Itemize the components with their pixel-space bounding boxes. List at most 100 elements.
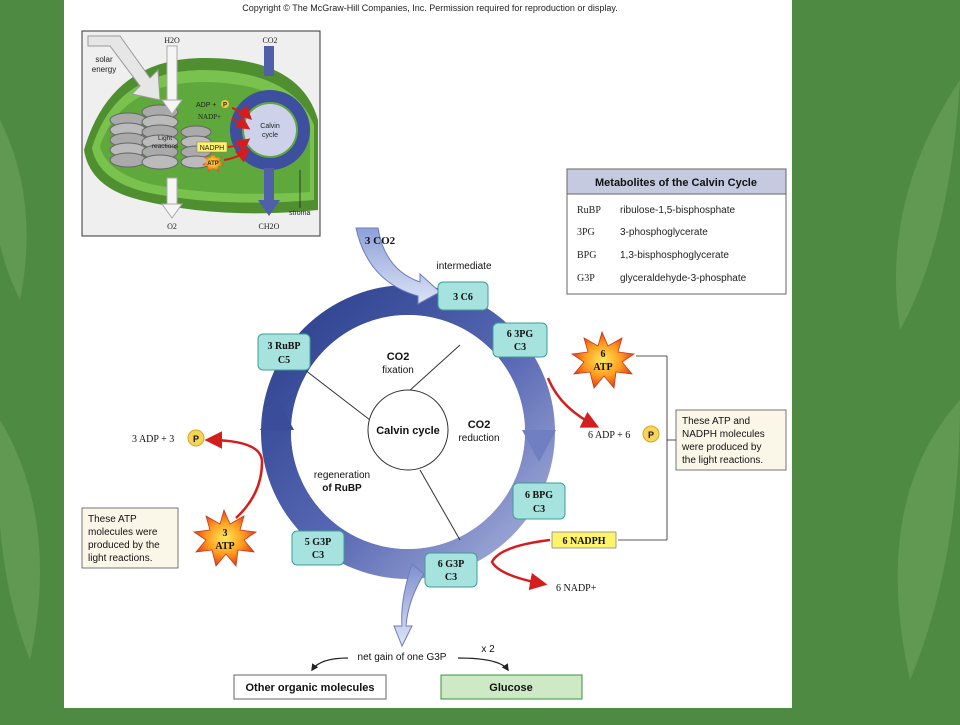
box-3pg-label: 6 3PG	[507, 329, 534, 340]
net-gain-arrow-left	[311, 657, 349, 672]
nadph-arrow	[490, 538, 551, 591]
box-c6-label: 3 C6	[453, 292, 473, 303]
solar-energy-label-1: solar	[95, 55, 113, 64]
box-6g3p-sub: C3	[445, 572, 457, 583]
inset-nadph-label: NADPH	[200, 145, 225, 152]
ch2o-label: CH2O	[259, 222, 280, 231]
atp-right-label: ATP	[593, 362, 612, 373]
box-6g3p	[424, 552, 478, 588]
box-3pg-sub: C3	[514, 342, 526, 353]
atp-right-count: 6	[601, 349, 606, 360]
fixation-label-2: fixation	[382, 365, 414, 376]
other-organic-label: Other organic molecules	[246, 682, 375, 694]
nadph-label: 6 NADPH	[562, 536, 605, 547]
inset-phosphate-label: P	[223, 103, 227, 109]
box-c6	[437, 281, 489, 311]
inset-calvin-ring	[230, 90, 310, 170]
leaf-texture	[0, 80, 960, 680]
atp-burst-left	[192, 508, 258, 567]
box-rubp-sub: C5	[278, 355, 290, 366]
note-left-line: molecules were	[88, 527, 158, 538]
metabolite-abbr: RuBP	[577, 205, 601, 216]
phosphate-left-icon	[187, 429, 205, 447]
box-rubp-label: 3 RuBP	[267, 341, 300, 352]
atp-right-arrow	[546, 377, 600, 428]
spoke	[407, 344, 461, 393]
glucose-label: Glucose	[489, 682, 532, 694]
note-left-line: produced by the	[88, 540, 160, 551]
calvin-cycle-diagram: Calvin cycle CO2 fixation CO2 reduction …	[257, 227, 566, 648]
metabolite-abbr: BPG	[577, 250, 596, 261]
net-gain-label: net gain of one G3P	[358, 652, 447, 663]
inset-co2-label: CO2	[262, 36, 277, 45]
metabolite-abbr: G3P	[577, 273, 595, 284]
phosphate-right-icon	[642, 425, 660, 443]
inset-calvin-label-1: Calvin	[260, 123, 280, 130]
atp-left-count: 3	[223, 528, 228, 539]
box-bpg-label: 6 BPG	[525, 490, 553, 501]
box-5g3p	[291, 530, 345, 566]
g3p-output-arrow	[393, 563, 425, 648]
solar-energy-arrow	[87, 35, 161, 101]
metabolite-abbr: 3PG	[577, 227, 595, 238]
co2-input-label: 3 CO2	[365, 235, 396, 247]
ring-arrowhead-left	[260, 398, 294, 430]
fixation-label-1: CO2	[387, 351, 410, 363]
atp-left-label: ATP	[215, 541, 234, 552]
output-section: net gain of one G3P x 2 Other organic mo…	[233, 644, 583, 700]
co2-input-arrow	[355, 227, 441, 305]
metabolite-name: glyceraldehyde-3-phosphate	[620, 273, 747, 284]
inset-light-label-2: reactions	[152, 143, 179, 150]
metabolites-table: Metabolites of the Calvin Cycle RuBP rib…	[566, 168, 787, 295]
inset-phosphate-icon	[221, 100, 229, 108]
box-6g3p-label: 6 G3P	[438, 559, 464, 570]
note-right-box	[675, 409, 787, 471]
reduction-label-2: reduction	[458, 433, 499, 444]
copyright-text: Copyright © The McGraw-Hill Companies, I…	[242, 3, 617, 13]
solar-energy-label-2: energy	[92, 65, 116, 74]
metabolite-name: ribulose-1,5-bisphosphate	[620, 205, 736, 216]
inset-nadp-label: NADP+	[198, 113, 221, 121]
adp-left-arrow	[204, 431, 264, 463]
metabolites-title: Metabolites of the Calvin Cycle	[595, 177, 757, 189]
inset-nadph-box	[196, 141, 228, 153]
x2-label: x 2	[481, 644, 495, 655]
inset-light-label-1: Light	[158, 135, 172, 142]
nadph-box	[551, 531, 617, 549]
metabolite-name: 1,3-bisphosphoglycerate	[620, 250, 729, 261]
other-organic-box	[233, 674, 387, 700]
o2-label: O2	[167, 222, 177, 231]
metabolites-header	[566, 168, 787, 195]
h2o-arrow	[161, 99, 183, 115]
inset-adp-label: ADP +	[196, 102, 216, 109]
spoke	[304, 369, 371, 421]
inset-calvin-label-2: cycle	[262, 132, 278, 139]
box-3pg	[492, 322, 548, 358]
metabolite-name: 3-phosphoglycerate	[620, 227, 708, 238]
inset-atp-burst	[202, 153, 224, 172]
box-bpg	[512, 482, 566, 520]
ring-arrowhead-right	[522, 430, 556, 462]
intermediate-label: intermediate	[436, 261, 491, 272]
regeneration-label-1: regeneration	[314, 470, 370, 481]
box-5g3p-label: 5 G3P	[305, 537, 331, 548]
calvin-center-circle	[367, 389, 449, 471]
inset-stroma-label: stroma	[289, 210, 311, 217]
adp-left-label: 3 ADP + 3	[132, 434, 174, 445]
phosphate-left-label: P	[193, 434, 199, 444]
note-right-line: These ATP and	[682, 416, 750, 427]
note-left-line: light reactions.	[88, 553, 152, 564]
h2o-label: H2O	[164, 36, 180, 45]
box-bpg-sub: C3	[533, 504, 545, 515]
note-left-line: These ATP	[88, 514, 137, 525]
o2-arrow	[161, 203, 183, 219]
atp-burst-right	[570, 330, 636, 389]
nadp-label: 6 NADP+	[556, 583, 597, 594]
phosphate-right-label: P	[648, 430, 654, 440]
note-right-line: NADPH molecules	[682, 429, 765, 440]
left-energy-inputs: 3 ADP + 3 P 3 ATP These ATP molecules we…	[81, 429, 264, 569]
box-5g3p-sub: C3	[312, 550, 324, 561]
ch2o-arrow	[258, 200, 280, 216]
